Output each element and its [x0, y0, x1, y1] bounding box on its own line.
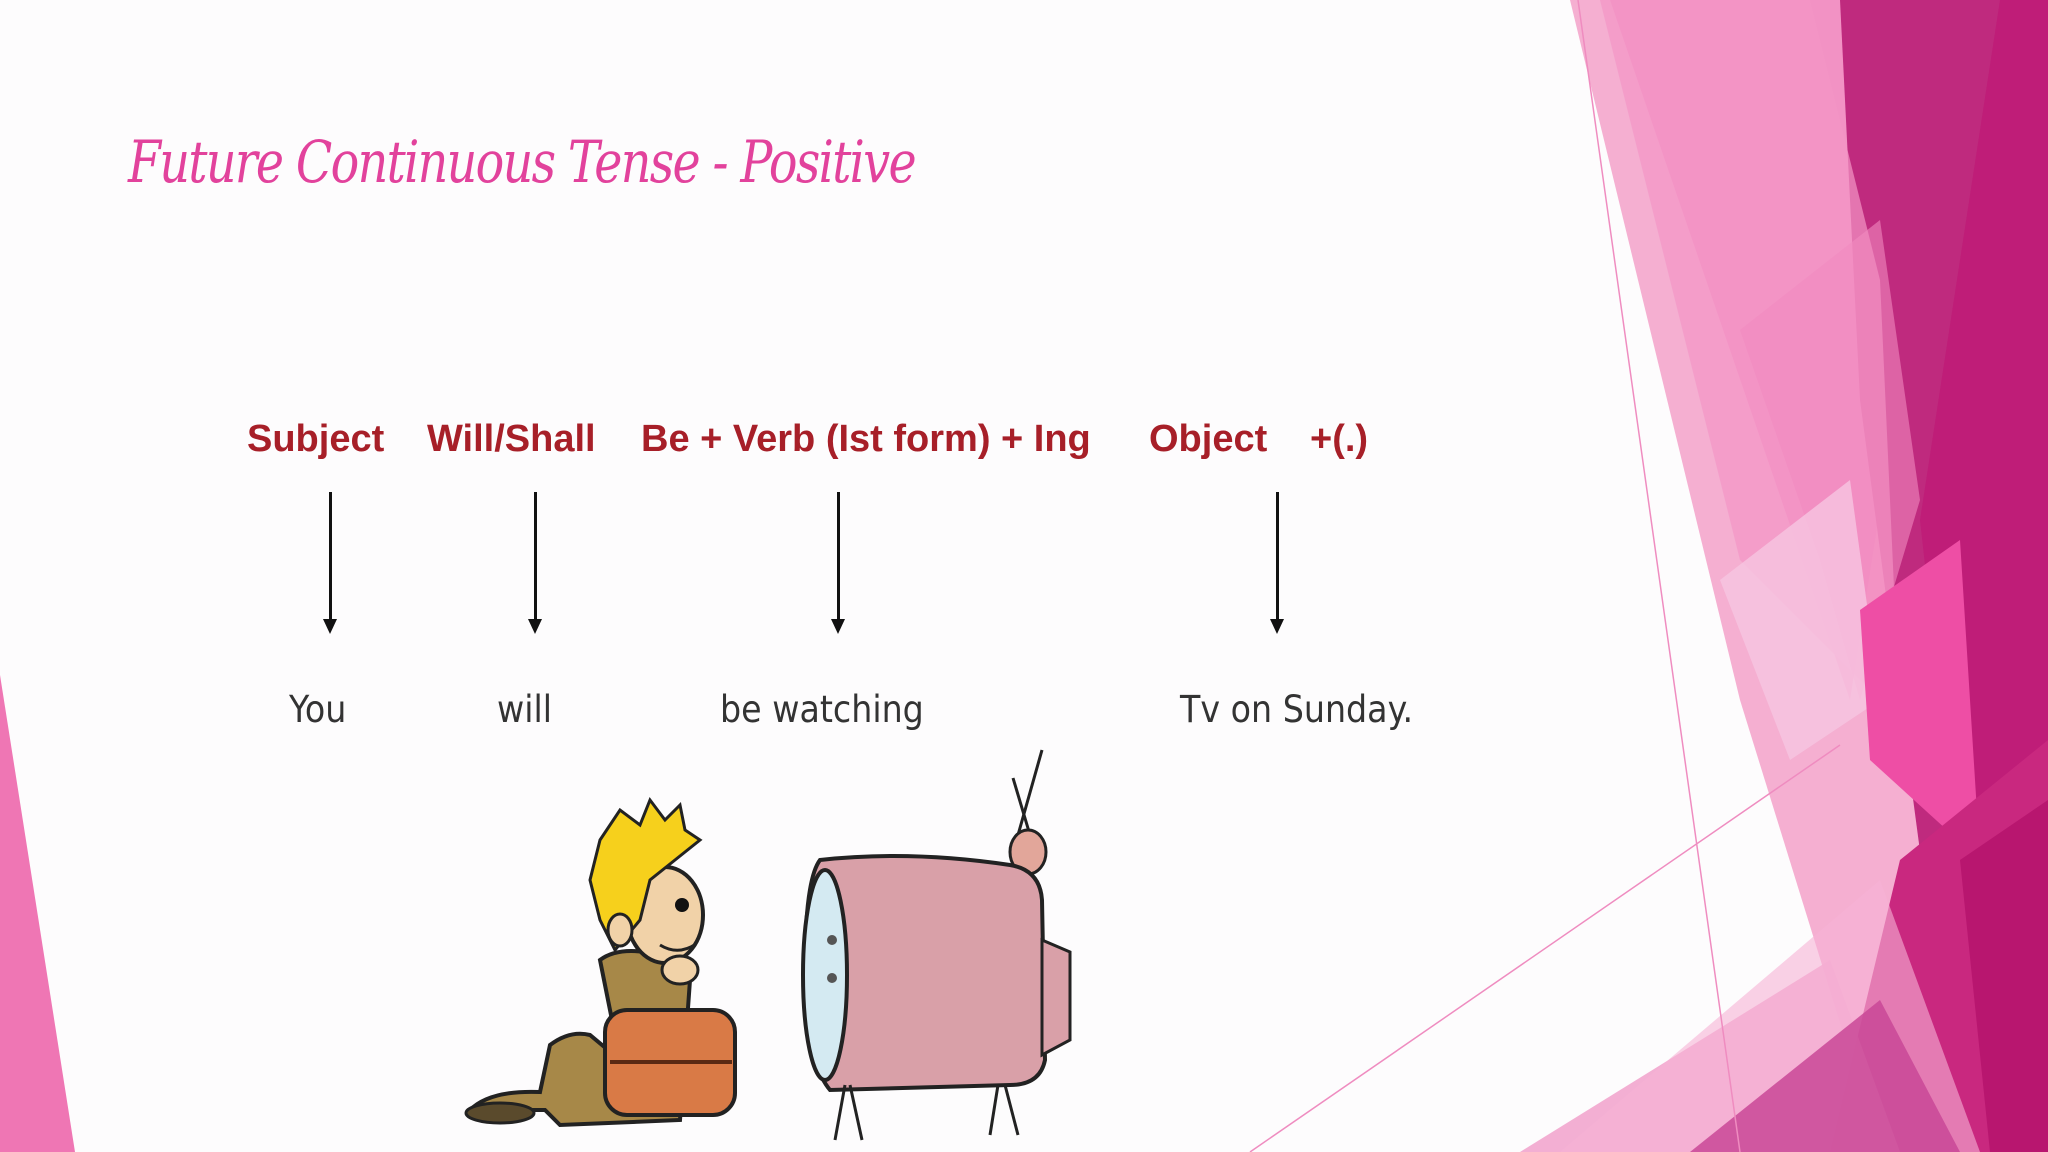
arrow-down-icon — [1270, 492, 1284, 634]
header-subject: Subject — [247, 418, 385, 460]
header-be-verb-ing: Be + Verb (Ist form) + Ing — [641, 418, 1091, 460]
example-object: Tv on Sunday. — [1180, 688, 1414, 731]
header-object: Object — [1149, 418, 1268, 460]
arrow-down-icon — [831, 492, 845, 634]
example-be-watching: be watching — [720, 688, 924, 731]
boy-watching-tv-illustration — [464, 749, 1072, 1141]
arrow-down-icon — [323, 492, 337, 634]
example-will: will — [497, 688, 552, 731]
example-subject: You — [289, 688, 347, 731]
header-punctuation: +(.) — [1310, 418, 1369, 460]
header-will-shall: Will/Shall — [427, 418, 596, 460]
slide-title: Future Continuous Tense - Positive — [128, 128, 917, 196]
arrow-down-icon — [528, 492, 542, 634]
